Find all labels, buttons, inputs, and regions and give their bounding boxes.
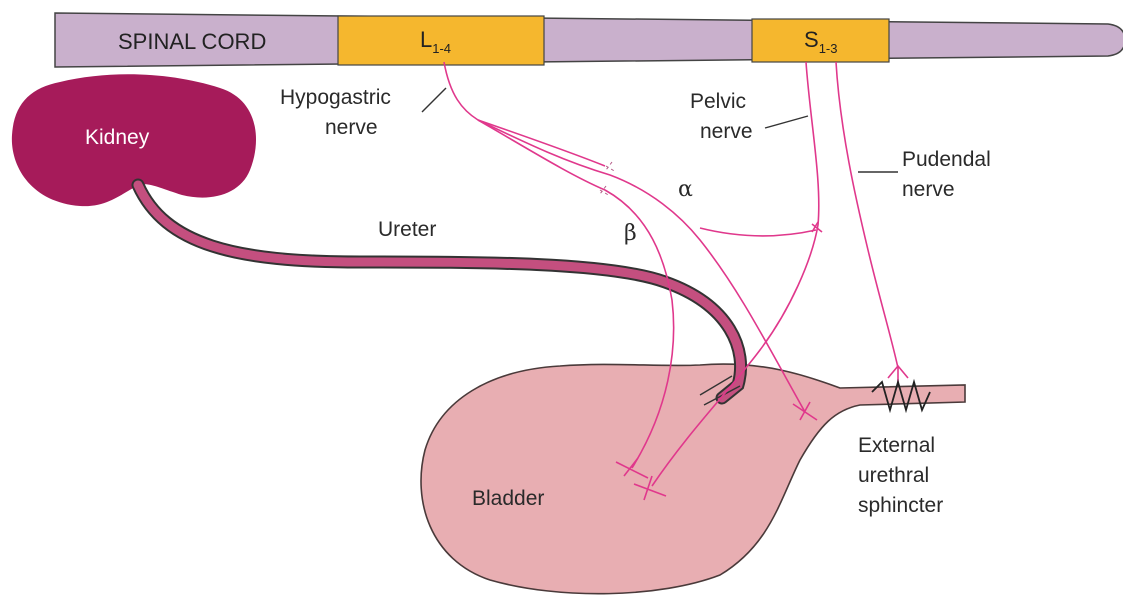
hypogastric-label-line1: Hypogastric bbox=[280, 86, 391, 109]
beta-label: β bbox=[624, 221, 637, 246]
pudendal-label-line2: nerve bbox=[902, 178, 955, 201]
alpha-label: α bbox=[678, 177, 693, 202]
pelvic-leader bbox=[765, 116, 808, 128]
pelvic-label-line1: Pelvic bbox=[690, 90, 746, 113]
spinal-cord: SPINAL CORD L1-4 S1-3 bbox=[55, 13, 1123, 67]
pudendal-trunk bbox=[836, 62, 898, 368]
hypogastric-label-line2: nerve bbox=[325, 116, 378, 139]
bladder-label: Bladder bbox=[472, 487, 544, 510]
pelvic-label-line2: nerve bbox=[700, 120, 753, 143]
ureter-label: Ureter bbox=[378, 218, 436, 241]
hypogastric-synapse-alpha bbox=[606, 162, 616, 172]
spinal-cord-label: SPINAL CORD bbox=[118, 29, 266, 54]
sphincter-label-line3: sphincter bbox=[858, 494, 943, 517]
pudendal-nerve: Pudendal nerve bbox=[836, 62, 991, 382]
hypogastric-leader bbox=[422, 88, 446, 112]
pelvic-branch bbox=[700, 228, 816, 236]
hypogastric-upper-branch bbox=[478, 120, 605, 166]
kidney-label: Kidney bbox=[85, 126, 150, 149]
sphincter-label-line1: External bbox=[858, 434, 935, 457]
hypogastric-trunk bbox=[444, 62, 478, 120]
hypogastric-synapse-beta bbox=[600, 186, 610, 196]
sphincter-label-line2: urethral bbox=[858, 464, 929, 487]
pudendal-label-line1: Pudendal bbox=[902, 148, 991, 171]
